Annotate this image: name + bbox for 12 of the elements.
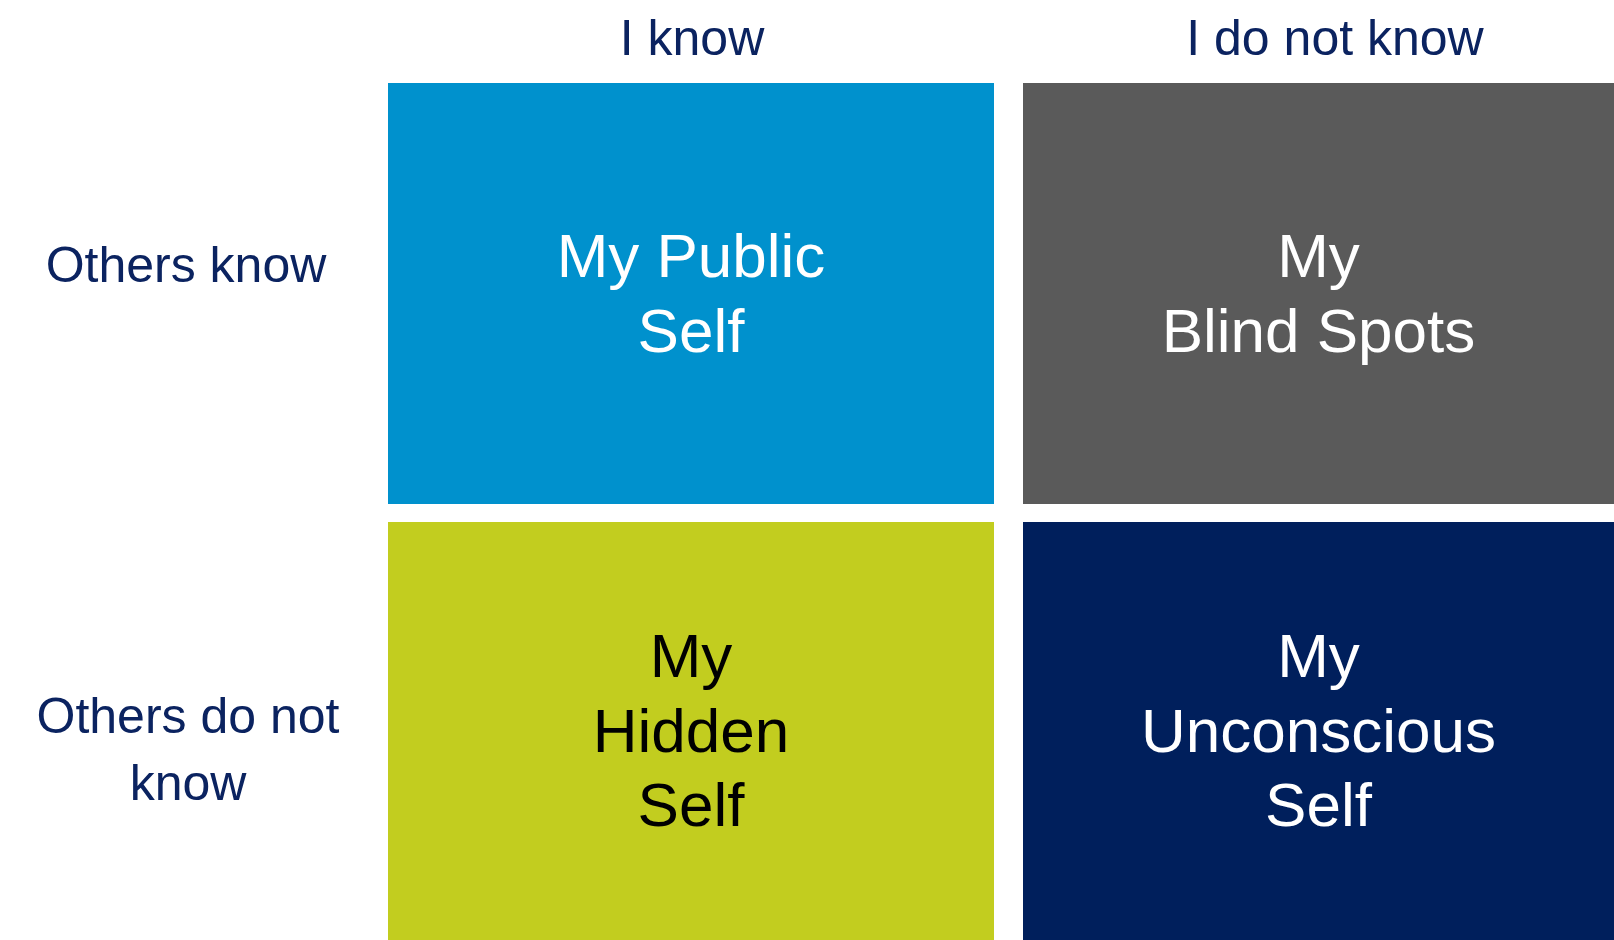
quadrant-box	[1023, 83, 1614, 504]
quadrant-label: My Unconscious Self	[1140, 620, 1497, 842]
quadrant-box	[388, 522, 994, 940]
quadrant-label: My Hidden Self	[591, 620, 791, 842]
quadrant-box	[1023, 522, 1614, 940]
column-header: I know	[618, 9, 766, 69]
column-header: I do not know	[1185, 9, 1485, 69]
row-header: Others know	[44, 236, 328, 296]
quadrant-box	[388, 83, 994, 504]
quadrant-label: My Blind Spots	[1161, 220, 1476, 367]
row-header: Others do not know	[35, 686, 341, 813]
quadrant-label: My Public Self	[555, 220, 827, 367]
